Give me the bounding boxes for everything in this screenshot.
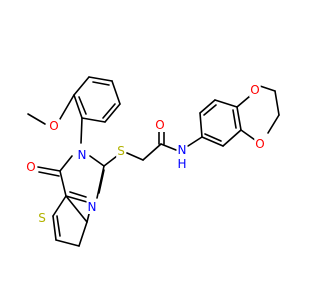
bond (78, 96, 87, 115)
bond (65, 195, 88, 223)
atom-label-n1: N (88, 200, 97, 214)
atom-label-background (154, 118, 166, 132)
bond (232, 109, 237, 129)
bond (55, 239, 80, 247)
bond (92, 81, 110, 86)
atom-label-background (176, 143, 188, 157)
bond (267, 114, 280, 134)
atom-label-background (176, 157, 188, 171)
bond (222, 129, 242, 147)
atom-label-o-dioxane-bottom: O (255, 137, 264, 151)
bond (52, 195, 67, 217)
atom-label-o-amide: O (155, 118, 164, 132)
bond (56, 215, 61, 237)
bond (199, 112, 203, 138)
atom-label-s-thioether: S (117, 144, 125, 158)
bond (65, 195, 88, 203)
bond (73, 94, 83, 119)
bond (103, 155, 118, 167)
bond (199, 99, 216, 114)
bond (59, 170, 67, 197)
bonds (27, 76, 280, 247)
bond (38, 171, 60, 177)
atom-label-s-thiophene: S (38, 211, 46, 225)
bond (204, 133, 222, 142)
atom-label-background (76, 148, 88, 162)
bond (240, 129, 256, 141)
molecule-canvas: O O N N S S O N H O O (25, 76, 280, 247)
atom-label-background (48, 119, 60, 133)
atom-label-nh-amide: N (178, 143, 187, 157)
atom-label-background (86, 200, 98, 214)
bond (126, 152, 144, 161)
bond (102, 103, 116, 119)
bond (236, 106, 242, 131)
bond (203, 104, 217, 116)
bond (201, 136, 224, 147)
bond (98, 169, 105, 194)
bond (80, 117, 83, 144)
atom-label-background (37, 211, 47, 225)
bond (37, 166, 61, 172)
bond (259, 85, 276, 92)
atom-label-o-methoxy: O (49, 119, 58, 133)
atom-label-background (116, 144, 126, 158)
bond (59, 155, 73, 172)
bond (88, 76, 113, 82)
bond (59, 94, 75, 120)
bond (142, 143, 162, 161)
atom-label-background (25, 160, 37, 174)
bond (160, 143, 177, 151)
bond (187, 136, 203, 147)
atom-label-background (254, 137, 266, 151)
bond (89, 155, 105, 167)
atom-label-n3: N (78, 148, 87, 162)
bond (236, 95, 251, 108)
bond (52, 215, 57, 241)
bond (78, 221, 88, 247)
atom-label-o-dioxane-top: O (250, 83, 259, 97)
bond (96, 165, 105, 199)
atom-label-o-ring-carbonyl: O (26, 160, 35, 174)
chemical-structure-diagram: O O N N S S O N H O O (25, 76, 280, 247)
bond (81, 117, 106, 123)
bond (104, 103, 121, 123)
bond (111, 80, 121, 105)
bond (274, 90, 280, 116)
bond (214, 99, 238, 108)
atom-label-h-amide: H (177, 157, 186, 171)
bond (27, 113, 46, 125)
bond (73, 76, 90, 96)
atom-label-background (249, 83, 261, 97)
atom-labels: O O N N S S O N H O O (25, 83, 266, 225)
bond (69, 191, 87, 198)
